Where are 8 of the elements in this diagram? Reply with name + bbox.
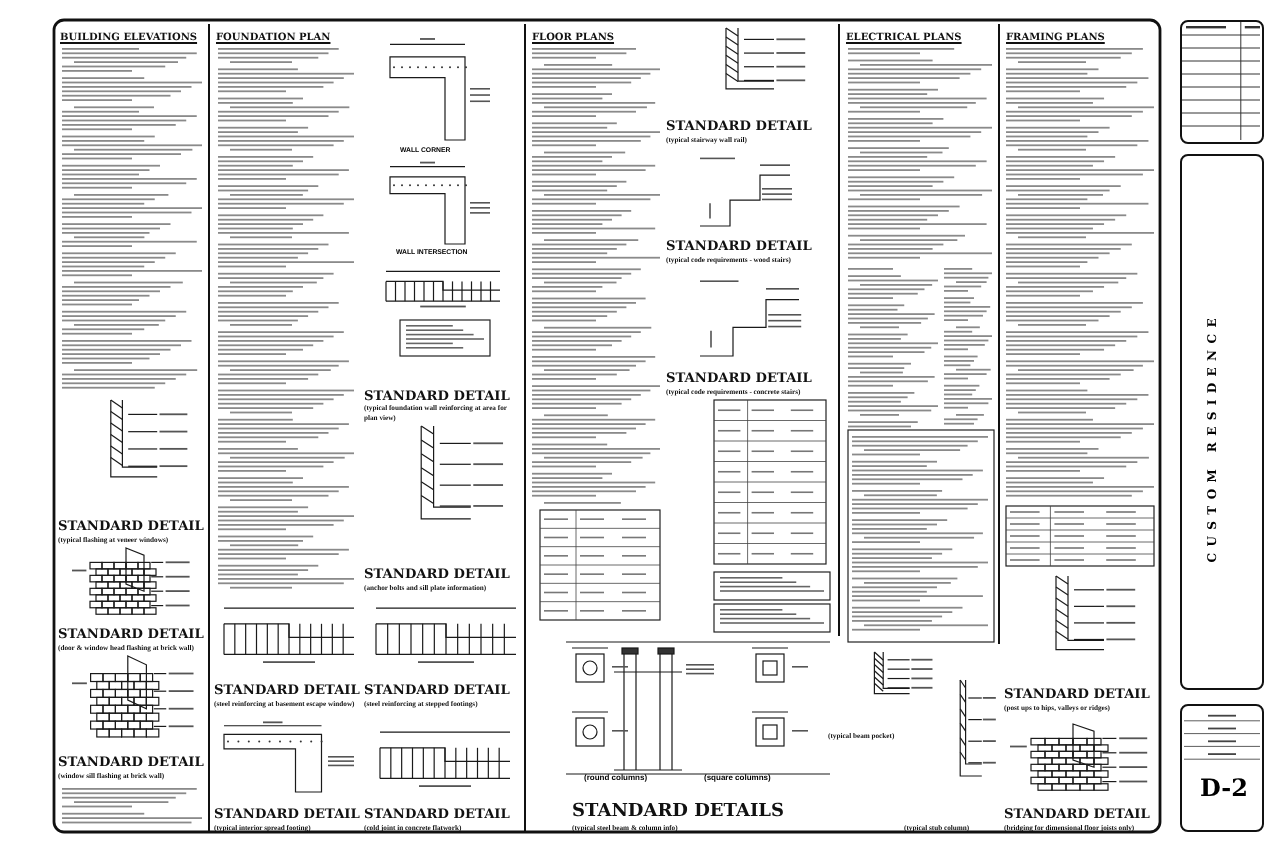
title-block	[1180, 154, 1264, 690]
sheet-panel	[54, 24, 210, 832]
sheet-number-block	[1180, 704, 1264, 832]
detail-title: STANDARD DETAILS	[572, 803, 785, 824]
sheet-panel	[210, 24, 526, 832]
sheet-panel	[840, 24, 1000, 644]
sheet-panel	[526, 24, 840, 636]
sheet-number: D-2	[1200, 774, 1248, 802]
